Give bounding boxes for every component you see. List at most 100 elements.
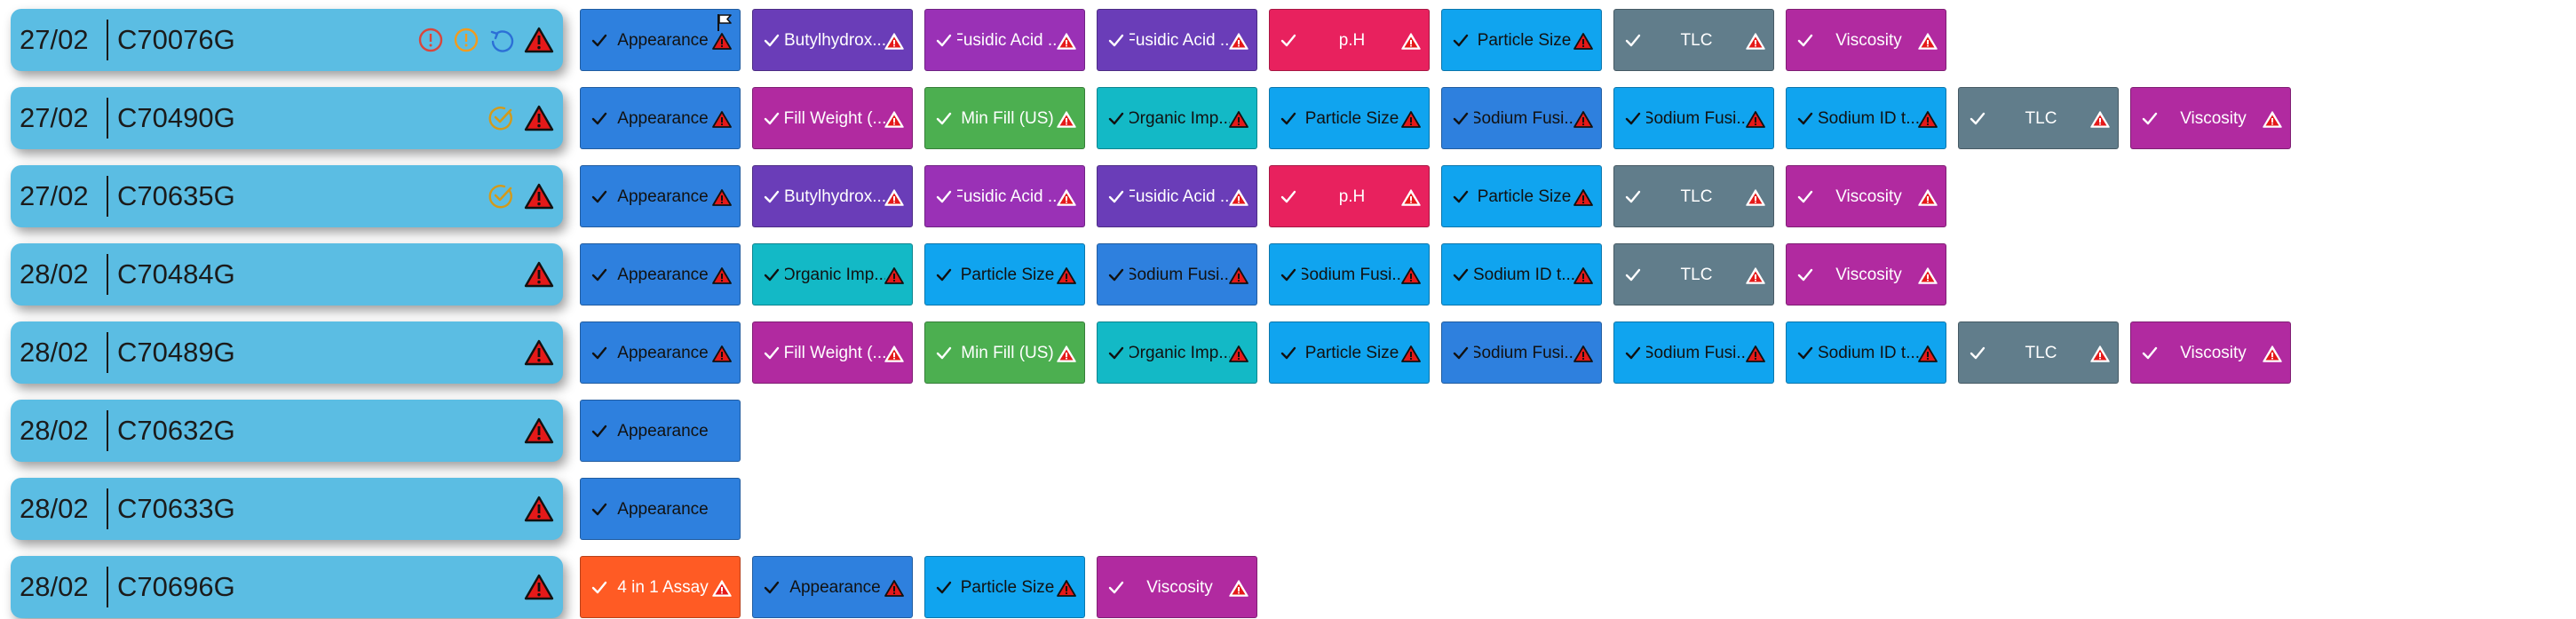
test-tile[interactable]: Sodium ID t... (1786, 321, 1946, 384)
test-tile[interactable]: p.H (1269, 9, 1430, 71)
warning-icon (1918, 267, 1938, 284)
test-tile[interactable]: Fill Weight (... (752, 321, 913, 384)
test-tile[interactable]: Appearance (580, 321, 741, 384)
test-tile[interactable]: Viscosity (1786, 165, 1946, 227)
warning-icon (1573, 33, 1593, 50)
test-label: p.H (1338, 187, 1366, 206)
test-tile[interactable]: Sodium Fusi... (1441, 321, 1602, 384)
test-tile[interactable]: Appearance (580, 478, 741, 540)
test-label: Particle Size (1477, 187, 1572, 206)
warning-triangle-icon (524, 574, 554, 600)
test-label: Particle Size (960, 578, 1055, 597)
test-tile[interactable]: Butylhydrox... (752, 9, 913, 71)
warning-icon (1057, 580, 1076, 597)
test-tile[interactable]: Appearance (580, 243, 741, 306)
divider (107, 488, 108, 529)
check-icon (591, 112, 607, 125)
warning-icon (1746, 267, 1765, 284)
test-tile[interactable]: Sodium Fusi... (1097, 243, 1257, 306)
test-label: Fill Weight (... (785, 344, 885, 362)
check-icon (764, 346, 780, 360)
test-tile[interactable]: Appearance (580, 87, 741, 149)
test-tile[interactable]: Organic Imp... (1097, 321, 1257, 384)
test-tile[interactable]: Appearance (580, 400, 741, 462)
test-tile[interactable]: Fusidic Acid ... (1097, 9, 1257, 71)
test-tile[interactable]: TLC (1613, 165, 1774, 227)
test-tile[interactable]: Sodium Fusi... (1269, 243, 1430, 306)
test-tile[interactable]: 4 in 1 Assay (580, 556, 741, 618)
batch-code: C70633G (117, 493, 235, 524)
test-tile[interactable]: TLC (1958, 321, 2119, 384)
test-tile[interactable]: Particle Size (924, 243, 1085, 306)
test-tile[interactable]: Sodium Fusi... (1441, 87, 1602, 149)
test-tile[interactable]: Particle Size (1441, 9, 1602, 71)
test-tile[interactable]: Particle Size (1269, 321, 1430, 384)
test-tile[interactable]: Viscosity (2130, 321, 2291, 384)
test-tile[interactable]: Appearance (580, 9, 741, 71)
check-icon (764, 268, 780, 282)
test-tile[interactable]: Butylhydrox... (752, 165, 913, 227)
test-label: 4 in 1 Assay (617, 578, 709, 597)
batch-status-icons (524, 556, 554, 618)
check-icon (591, 190, 607, 203)
test-tile[interactable]: Sodium ID t... (1786, 87, 1946, 149)
test-tile[interactable]: Viscosity (1786, 243, 1946, 306)
check-icon (1625, 346, 1641, 360)
check-icon (1625, 112, 1641, 125)
check-icon (1108, 34, 1124, 47)
test-tile[interactable]: Min Fill (US) (924, 87, 1085, 149)
check-icon (1108, 346, 1124, 360)
test-label: Viscosity (1835, 266, 1902, 284)
warning-icon (1918, 33, 1938, 50)
test-tile[interactable]: Sodium ID t... (1441, 243, 1602, 306)
test-label: Sodium Fusi... (1129, 266, 1230, 284)
check-icon (764, 190, 780, 203)
check-icon (1280, 346, 1296, 360)
divider (107, 20, 108, 60)
test-tile[interactable]: Viscosity (1097, 556, 1257, 618)
test-tile[interactable]: Organic Imp... (1097, 87, 1257, 149)
test-tile[interactable]: Viscosity (2130, 87, 2291, 149)
test-tile[interactable]: TLC (1613, 243, 1774, 306)
check-icon (764, 112, 780, 125)
test-tile[interactable]: Appearance (580, 165, 741, 227)
test-tile[interactable]: Min Fill (US) (924, 321, 1085, 384)
test-tile[interactable]: Fill Weight (... (752, 87, 913, 149)
test-tile[interactable]: Particle Size (1269, 87, 1430, 149)
batch-status-icons (524, 400, 554, 462)
test-tile[interactable]: Particle Size (924, 556, 1085, 618)
check-icon (936, 112, 952, 125)
test-tile[interactable]: Fusidic Acid ... (1097, 165, 1257, 227)
test-tile[interactable]: Particle Size (1441, 165, 1602, 227)
test-label: p.H (1338, 31, 1366, 50)
test-tile[interactable]: Fusidic Acid ... (924, 9, 1085, 71)
test-tile[interactable]: Sodium Fusi... (1613, 87, 1774, 149)
test-tile[interactable]: Viscosity (1786, 9, 1946, 71)
test-label: Appearance (617, 422, 709, 440)
batch-code: C70490G (117, 102, 235, 133)
check-icon (1797, 112, 1813, 125)
batch-status-icons (487, 87, 554, 149)
test-tile[interactable]: Appearance (752, 556, 913, 618)
test-tile[interactable]: Fusidic Acid ... (924, 165, 1085, 227)
test-label: Sodium Fusi... (1302, 266, 1402, 284)
test-tile[interactable]: Sodium Fusi... (1613, 321, 1774, 384)
test-label: Viscosity (2180, 109, 2247, 128)
test-tile[interactable]: p.H (1269, 165, 1430, 227)
warning-icon (1229, 267, 1248, 284)
test-tile[interactable]: Organic Imp... (752, 243, 913, 306)
test-tile[interactable]: TLC (1613, 9, 1774, 71)
check-icon (936, 190, 952, 203)
test-tile[interactable]: TLC (1958, 87, 2119, 149)
test-label: Viscosity (1835, 31, 1902, 50)
